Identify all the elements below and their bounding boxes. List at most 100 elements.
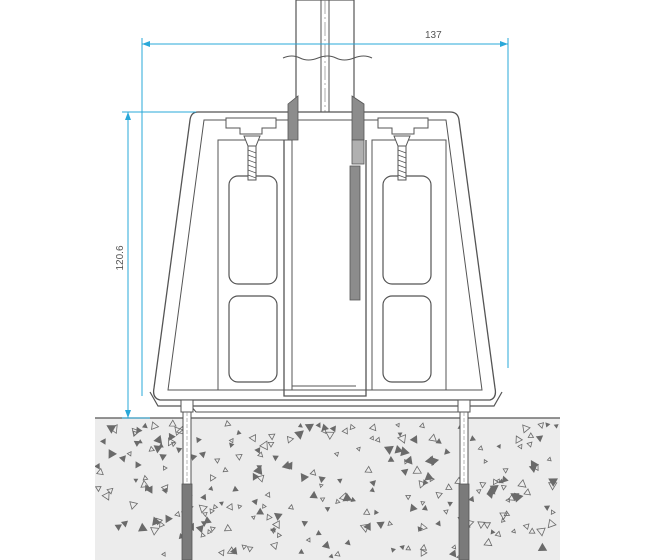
aggregate-speck — [435, 520, 441, 527]
right-wall — [371, 139, 447, 391]
aggregate-speck — [168, 432, 176, 441]
aggregate-speck — [329, 425, 336, 433]
aggregate-speck — [443, 509, 449, 515]
aggregate-speck — [272, 455, 279, 462]
aggregate-speck — [114, 524, 122, 531]
aggregate-speck — [395, 422, 400, 428]
aggregate-speck — [148, 445, 156, 452]
aggregate-speck — [232, 485, 239, 492]
aggregate-speck — [120, 520, 129, 528]
width-label: 137 — [425, 30, 442, 41]
aggregate-speck — [528, 527, 536, 534]
aggregate-speck — [362, 508, 371, 515]
aggregate-speck — [492, 478, 500, 486]
aggregate-speck — [141, 422, 148, 429]
aggregate-speck — [510, 493, 520, 502]
aggregate-speck — [397, 432, 403, 437]
aggregate-speck — [387, 520, 394, 526]
aggregate-speck — [364, 465, 373, 473]
aggregate-speck — [167, 437, 176, 447]
height-dimension: 120.6 — [115, 111, 196, 419]
aggregate-speck — [355, 446, 361, 452]
left-anchor-bolt-icon — [180, 399, 194, 560]
aggregate-speck — [344, 539, 351, 546]
aggregate-speck — [405, 545, 412, 551]
aggregate-speck — [319, 483, 324, 489]
aggregate-speck — [363, 522, 371, 531]
aggregate-speck — [548, 478, 558, 487]
aggregate-speck — [335, 498, 341, 504]
aggregate-speck — [174, 426, 184, 437]
aggregate-speck — [151, 421, 160, 431]
aggregate-speck — [236, 429, 242, 435]
aggregate-speck — [174, 510, 181, 517]
aggregate-speck — [319, 497, 326, 503]
aggregate-speck — [517, 479, 527, 488]
aggregate-speck — [522, 523, 530, 531]
aggregate-speck — [419, 522, 428, 532]
aggregate-speck — [445, 483, 453, 490]
aggregate-speck — [489, 485, 499, 494]
aggregate-speck — [349, 423, 356, 431]
aggregate-speck — [158, 442, 164, 448]
aggregate-speck — [200, 493, 207, 501]
aggregate-speck — [376, 521, 385, 529]
aggregate-speck — [210, 474, 217, 482]
concrete-fill — [95, 418, 560, 560]
aggregate-speck — [499, 512, 508, 521]
aggregate-speck — [451, 544, 457, 550]
aggregate-speck — [404, 455, 413, 465]
aggregate-speck — [309, 490, 318, 499]
aggregate-speck — [383, 445, 394, 455]
base-foot — [149, 391, 503, 407]
aggregate-speck — [498, 478, 504, 484]
aggregate-speck — [202, 512, 208, 518]
aggregate-speck — [337, 478, 343, 484]
aggregate-speck — [428, 433, 438, 442]
aggregate-speck — [342, 492, 353, 502]
aggregate-speck — [256, 507, 265, 515]
aggregate-speck — [421, 504, 428, 511]
aggregate-speck — [543, 505, 551, 511]
aggregate-speck — [510, 528, 516, 534]
aggregate-speck — [537, 422, 545, 429]
aggregate-speck — [448, 549, 457, 558]
aggregate-speck — [196, 436, 202, 444]
left-lower-chamber — [228, 295, 278, 383]
aggregate-speck — [502, 468, 509, 474]
aggregate-speck — [259, 440, 268, 451]
aggregate-speck — [131, 427, 141, 438]
aggregate-speck — [108, 424, 118, 435]
aggregate-speck — [267, 433, 276, 441]
aggregate-speck — [429, 476, 435, 483]
aggregate-speck — [494, 530, 502, 538]
clamp-screws — [243, 135, 411, 181]
aggregate-speck — [212, 503, 219, 510]
aggregate-speck — [419, 543, 428, 551]
aggregate-speck — [477, 445, 484, 451]
aggregate-speck — [223, 523, 233, 532]
aggregate-speck — [209, 526, 216, 533]
aggregate-speck — [153, 435, 163, 445]
aggregate-speck — [176, 447, 183, 454]
aggregate-speck — [162, 465, 168, 471]
aggregate-speck — [369, 487, 375, 493]
aggregate-speck — [224, 419, 232, 427]
aggregate-speck — [374, 436, 381, 443]
profile-inner-shell — [167, 119, 483, 391]
aggregate-speck — [301, 520, 309, 527]
aggregate-speck — [266, 513, 273, 521]
aggregate-speck — [228, 437, 234, 444]
aggregate-speck — [400, 468, 409, 476]
aggregate-speck — [409, 503, 418, 512]
aggregate-speck — [444, 448, 451, 455]
anchor-bolts — [180, 399, 471, 560]
aggregate-speck — [218, 501, 224, 506]
right-upper-chamber — [382, 175, 432, 285]
aggregate-speck — [200, 532, 206, 538]
aggregate-speck — [298, 548, 305, 554]
aggregate-speck — [374, 509, 379, 516]
aggregate-speck — [126, 451, 132, 457]
aggregate-speck — [222, 466, 229, 473]
